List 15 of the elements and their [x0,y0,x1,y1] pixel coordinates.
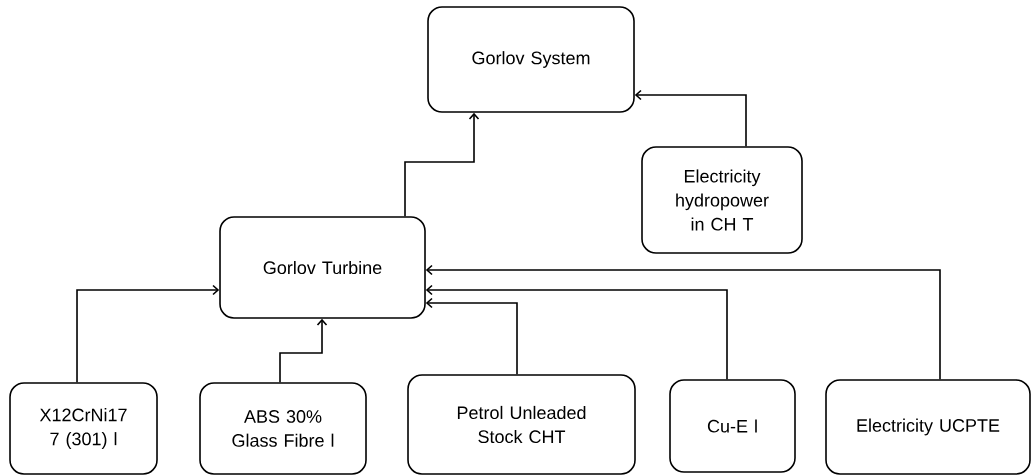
process-box: Electricity UCPTE [825,379,1031,475]
process-box: X12CrNi17 7 (301) l [9,382,158,475]
arrow [425,264,941,380]
arrow [76,284,220,383]
arrow [279,318,328,383]
process-box: Gorlov Turbine [219,216,426,319]
process-box: Cu-E l [669,379,796,473]
process-box: ABS 30% Glass Fibre l [199,382,367,475]
arrow [425,297,518,375]
process-box: Gorlov System [427,6,635,113]
arrow [634,89,747,147]
process-box: Petrol Unleaded Stock CHT [407,374,636,475]
process-box: Electricity hydropower in CH T [641,146,803,254]
arrow [425,284,728,380]
arrow [404,112,480,217]
